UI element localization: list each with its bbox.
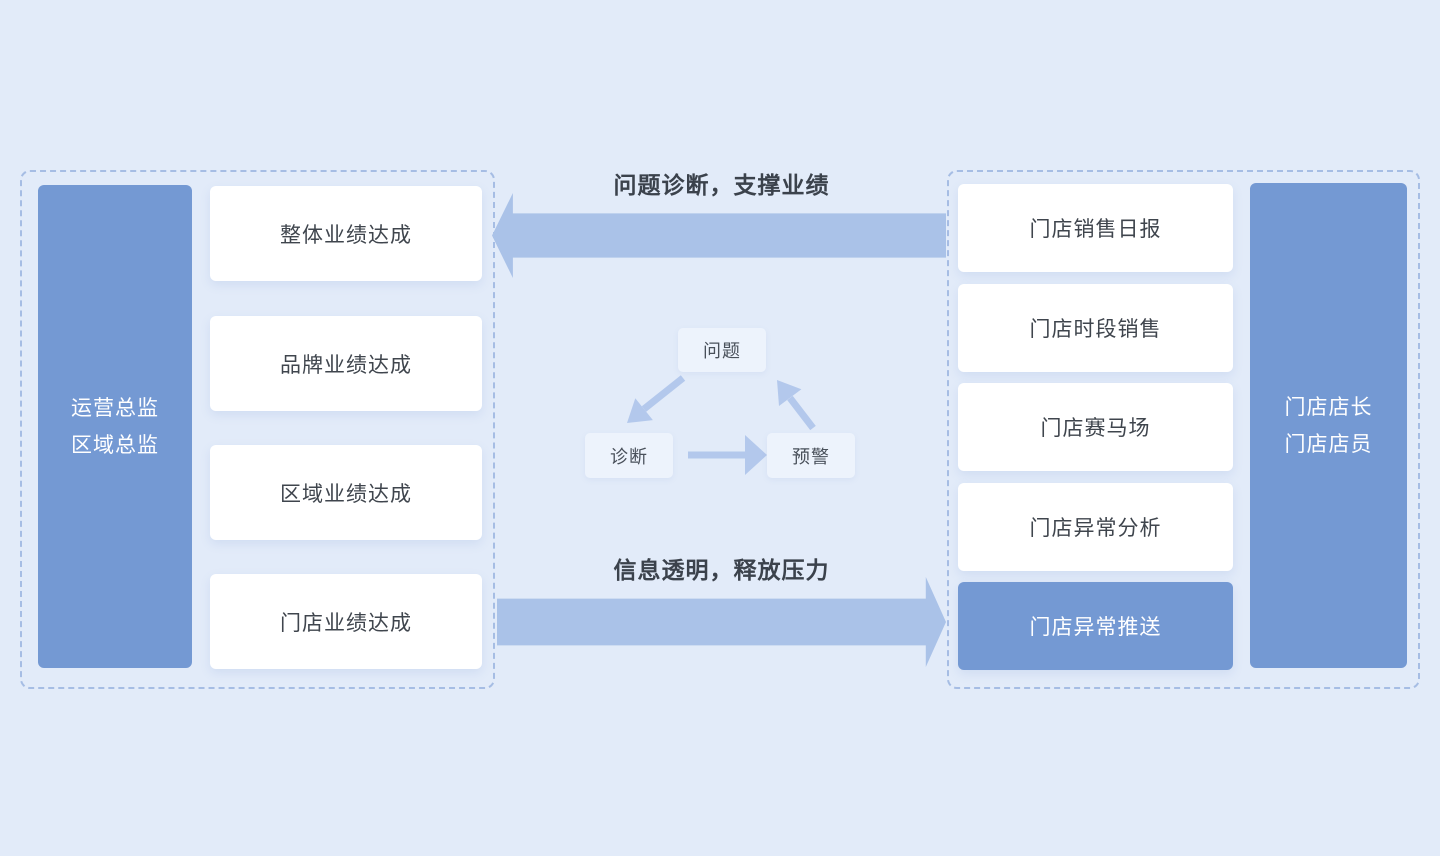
cycle-node-problem: 问题 xyxy=(678,328,766,372)
cycle-node-label: 诊断 xyxy=(610,446,648,467)
ops-director-role-box: 运营总监 区域总监 xyxy=(38,185,192,668)
flow-label-transparency-relieves-pressure: 信息透明，释放压力 xyxy=(613,557,830,583)
card-label: 门店业绩达成 xyxy=(280,611,412,635)
arrow-diagnose-to-alert xyxy=(688,435,767,475)
card-store-anomaly-push: 门店异常推送 xyxy=(958,582,1233,670)
right-store-group-panel xyxy=(947,170,1420,689)
store-staff-role-box: 门店店长 门店店员 xyxy=(1250,183,1407,668)
flow-arrow-left-to-right xyxy=(497,577,946,667)
card-store-daily-sales-report: 门店销售日报 xyxy=(958,184,1233,272)
flow-label-diagnosis-supports-performance: 问题诊断，支撑业绩 xyxy=(613,172,830,198)
card-label: 门店异常分析 xyxy=(1029,517,1162,540)
card-store-racetrack: 门店赛马场 xyxy=(958,383,1233,471)
card-store-timeslot-sales: 门店时段销售 xyxy=(958,284,1233,372)
card-label: 区域业绩达成 xyxy=(280,482,412,506)
card-label: 品牌业绩达成 xyxy=(280,353,412,377)
left-director-group-panel xyxy=(20,170,495,689)
card-label: 门店异常推送 xyxy=(1029,616,1162,639)
card-label: 门店销售日报 xyxy=(1029,218,1162,241)
card-store-performance: 门店业绩达成 xyxy=(210,574,482,669)
cycle-node-alert: 预警 xyxy=(767,433,855,478)
role-line: 运营总监 xyxy=(71,396,159,420)
card-overall-performance: 整体业绩达成 xyxy=(210,186,482,281)
card-store-anomaly-analysis: 门店异常分析 xyxy=(958,483,1233,571)
card-label: 门店时段销售 xyxy=(1029,318,1162,341)
cycle-node-label: 问题 xyxy=(703,341,741,361)
card-brand-performance: 品牌业绩达成 xyxy=(210,316,482,411)
cycle-node-label: 预警 xyxy=(792,446,830,467)
flow-arrow-right-to-left xyxy=(492,193,946,278)
card-region-performance: 区域业绩达成 xyxy=(210,445,482,540)
cycle-node-diagnose: 诊断 xyxy=(585,433,673,478)
role-line: 区域总监 xyxy=(71,433,159,457)
role-line: 门店店员 xyxy=(1284,432,1373,456)
arrow-problem-to-diagnose xyxy=(627,375,686,423)
cycle-arrows xyxy=(627,375,816,475)
role-line: 门店店长 xyxy=(1284,395,1373,419)
card-label: 整体业绩达成 xyxy=(280,223,412,247)
arrow-alert-to-problem xyxy=(777,380,816,431)
card-label: 门店赛马场 xyxy=(1040,417,1151,440)
